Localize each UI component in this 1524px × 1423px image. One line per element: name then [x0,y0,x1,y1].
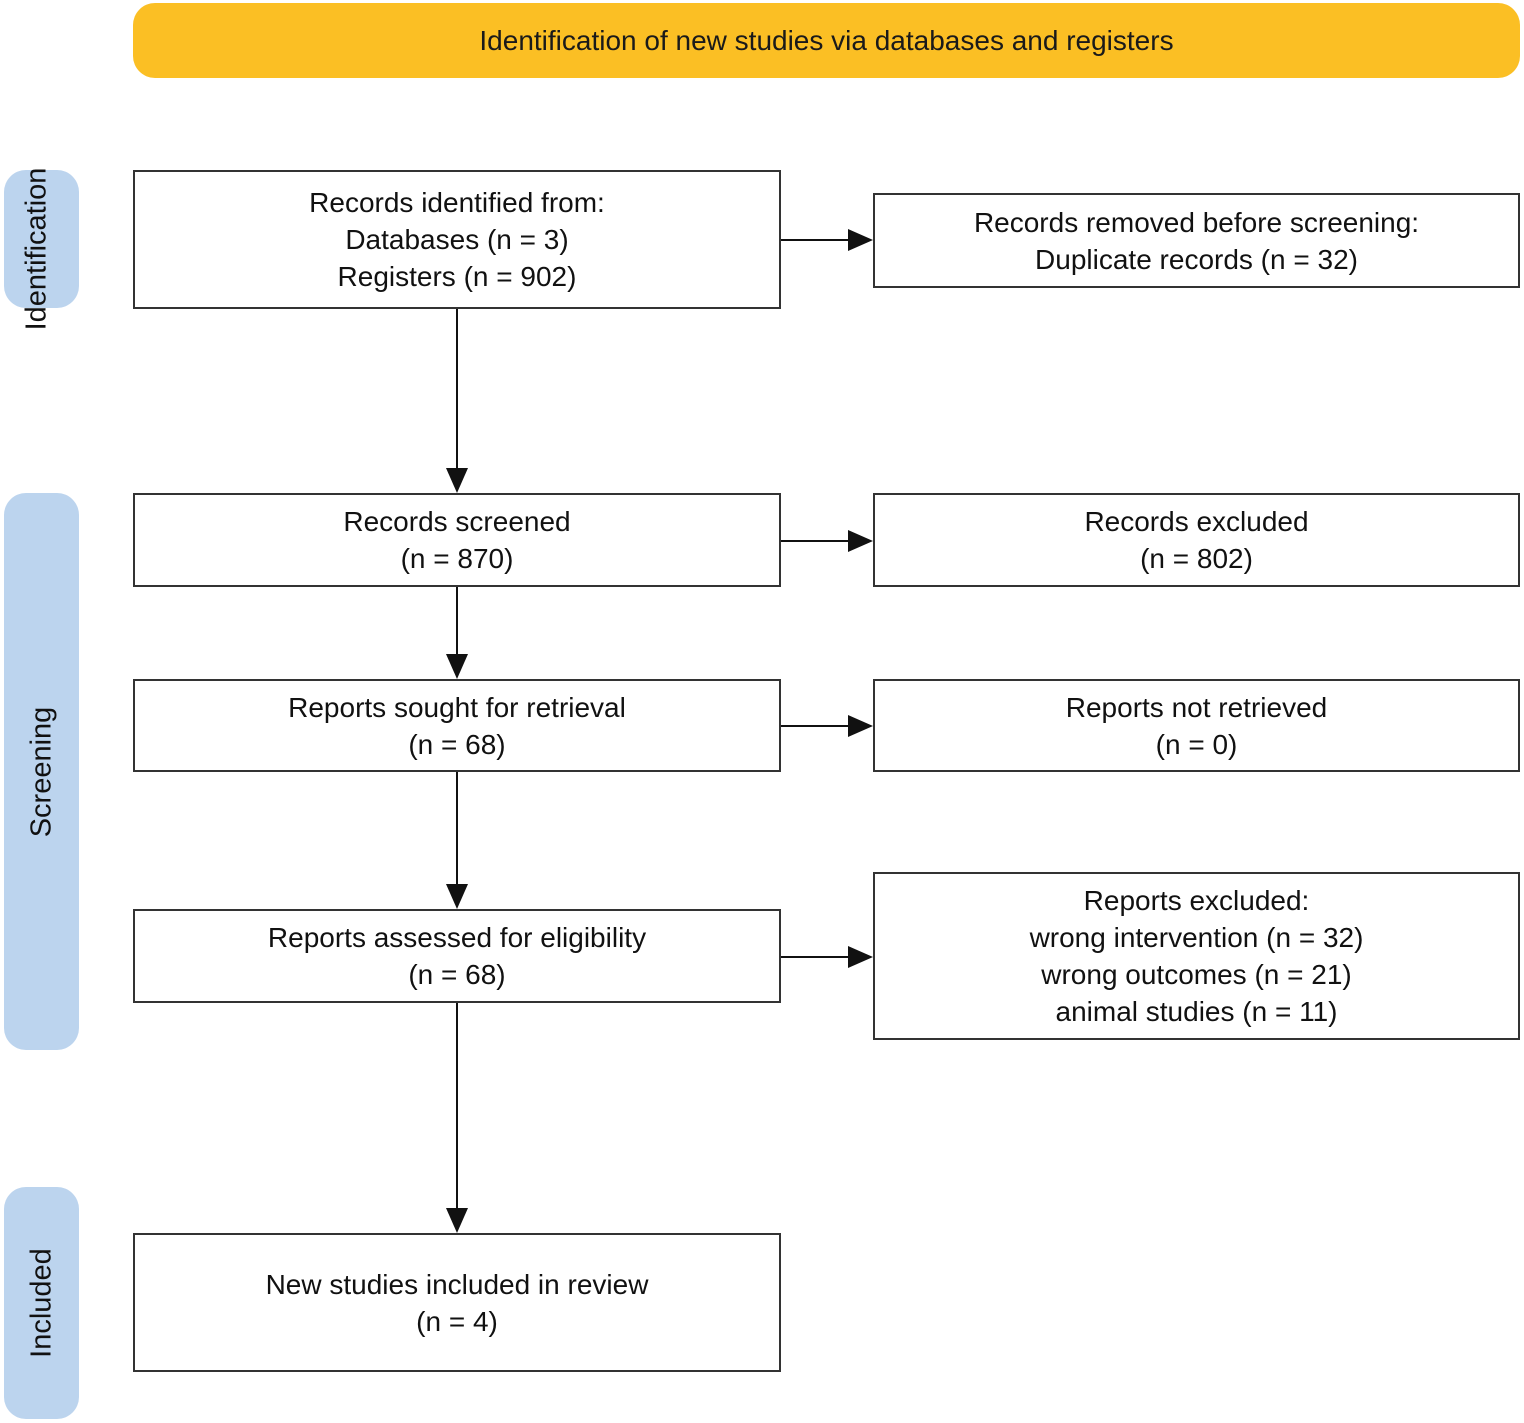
phase-identification [4,170,79,308]
records-identified-title: Records identified from: [309,187,605,218]
reports-excluded-title: Reports excluded: [1083,885,1310,916]
reports-excluded-wrong-intervention: wrong intervention (n = 32) [1029,922,1364,953]
studies-included-title: New studies included in review [265,1268,649,1300]
reports-excluded-wrong-outcomes: wrong outcomes (n = 21) [1041,959,1352,990]
arrowhead-screened [446,468,468,493]
records-identified-box: Records identified from: Databases (n = … [133,170,781,309]
records-identified-registers: Registers (n = 902) [337,261,577,292]
reports-sought-title: Reports sought for retrieval [288,691,626,723]
reports-not-retrieved-box: Reports not retrieved (n = 0) [873,679,1520,772]
header-title: Identification of new studies via databa… [479,24,1174,56]
records-removed-duplicates: Duplicate records (n = 32) [1035,243,1358,275]
phase-included: Included [4,1187,79,1419]
records-excluded-box: Records excluded (n = 802) [873,493,1520,587]
arrowhead-excluded [848,530,873,552]
reports-excluded-animal-studies: animal studies (n = 11) [1055,996,1338,1027]
reports-assessed-title: Reports assessed for eligibility [267,922,647,953]
arrowhead-assessed [446,884,468,909]
reports-assessed-box: Reports assessed for eligibility (n = 68… [133,909,781,1003]
records-screened-count: (n = 870) [400,543,514,574]
studies-included-count: (n = 4) [416,1305,498,1337]
studies-included-box: New studies included in review (n = 4) [133,1233,781,1372]
records-excluded-count: (n = 802) [1140,543,1253,574]
records-removed-box: Records removed before screening: Duplic… [873,193,1520,288]
reports-assessed-count: (n = 68) [408,959,506,990]
reports-not-retrieved-title: Reports not retrieved [1065,691,1328,723]
records-identified-databases: Databases (n = 3) [345,224,569,255]
header-banner: Identification of new studies via databa… [133,3,1520,78]
arrowhead-reports-excluded [848,946,873,968]
arrowhead-removed [848,229,873,251]
arrowhead-not-retrieved [848,715,873,737]
reports-not-retrieved-count: (n = 0) [1155,728,1238,760]
records-screened-box: Records screened (n = 870) [133,493,781,587]
phase-screening: Screening [4,493,79,1050]
records-excluded-title: Records excluded [1084,506,1309,537]
arrowhead-included [446,1208,468,1233]
arrowhead-sought [446,654,468,679]
records-removed-title: Records removed before screening: [973,206,1420,238]
records-screened-title: Records screened [343,506,571,537]
reports-sought-count: (n = 68) [408,728,506,760]
reports-excluded-box: Reports excluded: wrong intervention (n … [873,872,1520,1040]
reports-sought-box: Reports sought for retrieval (n = 68) [133,679,781,772]
